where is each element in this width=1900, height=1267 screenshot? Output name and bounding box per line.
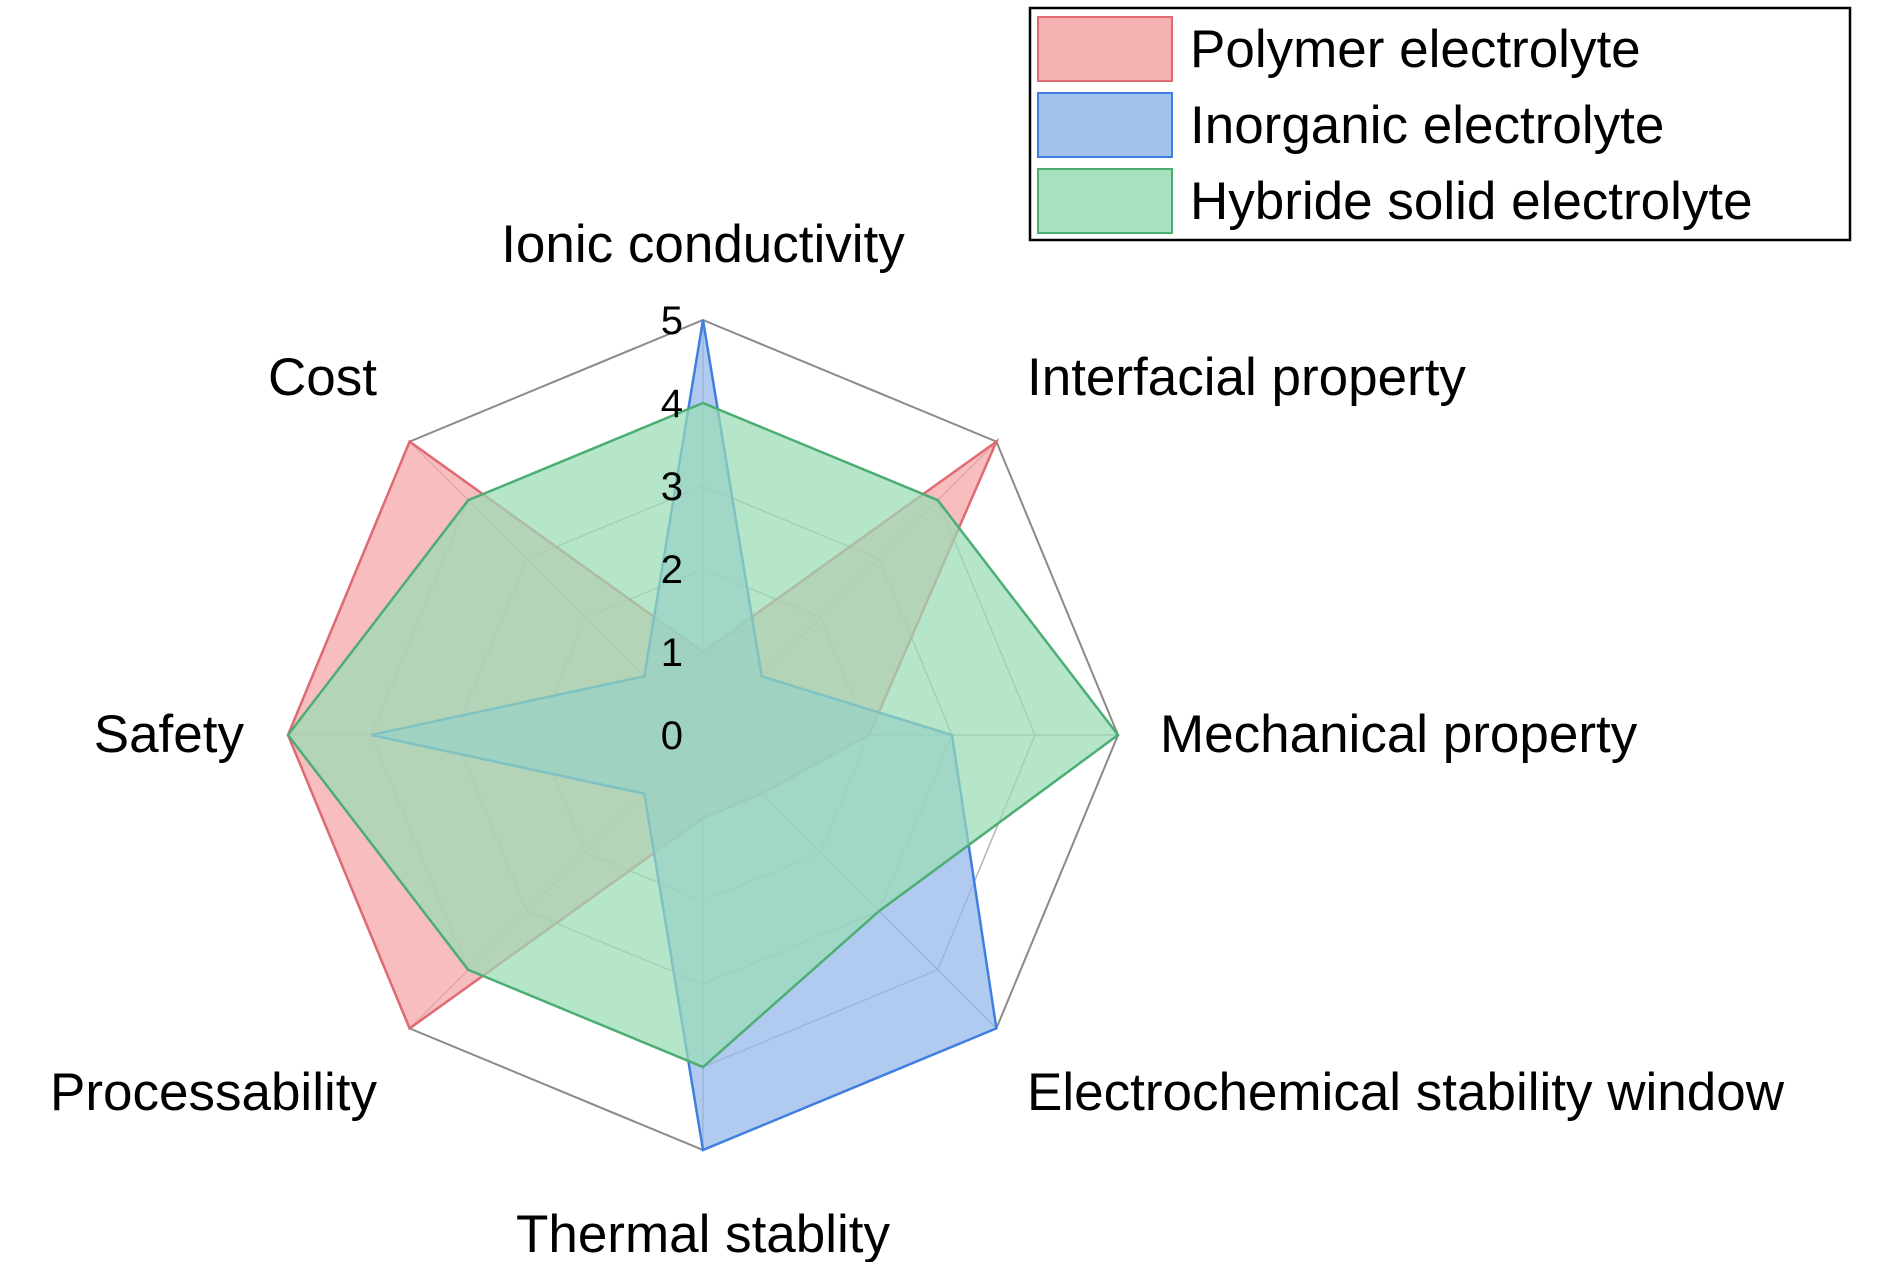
legend-label: Hybride solid electrolyte <box>1190 172 1753 231</box>
series-polygon <box>286 401 1120 1069</box>
legend-swatch <box>1037 16 1173 82</box>
legend-swatch <box>1037 168 1173 234</box>
legend-label: Inorganic electrolyte <box>1190 96 1664 155</box>
legend-swatch <box>1037 92 1173 158</box>
tick-label: 4 <box>661 382 683 426</box>
axis-label: Cost <box>268 348 377 407</box>
tick-label: 0 <box>661 714 683 758</box>
axis-label: Ionic conductivity <box>501 215 905 274</box>
tick-label: 1 <box>661 631 683 675</box>
axis-label: Thermal stablity <box>516 1205 891 1262</box>
tick-label: 5 <box>661 299 683 343</box>
radar-series-layer <box>286 319 1120 1152</box>
axis-label: Mechanical property <box>1160 705 1638 764</box>
axis-label: Processability <box>50 1063 377 1122</box>
legend-label: Polymer electrolyte <box>1190 20 1641 79</box>
tick-label: 3 <box>661 465 683 509</box>
radar-tick-labels: 0 1 2 3 4 5 <box>661 299 683 758</box>
tick-label: 2 <box>661 548 683 592</box>
axis-label: Interfacial property <box>1027 348 1466 407</box>
axis-label: Electrochemical stability window <box>1027 1063 1785 1122</box>
axis-label: Safety <box>94 705 245 764</box>
